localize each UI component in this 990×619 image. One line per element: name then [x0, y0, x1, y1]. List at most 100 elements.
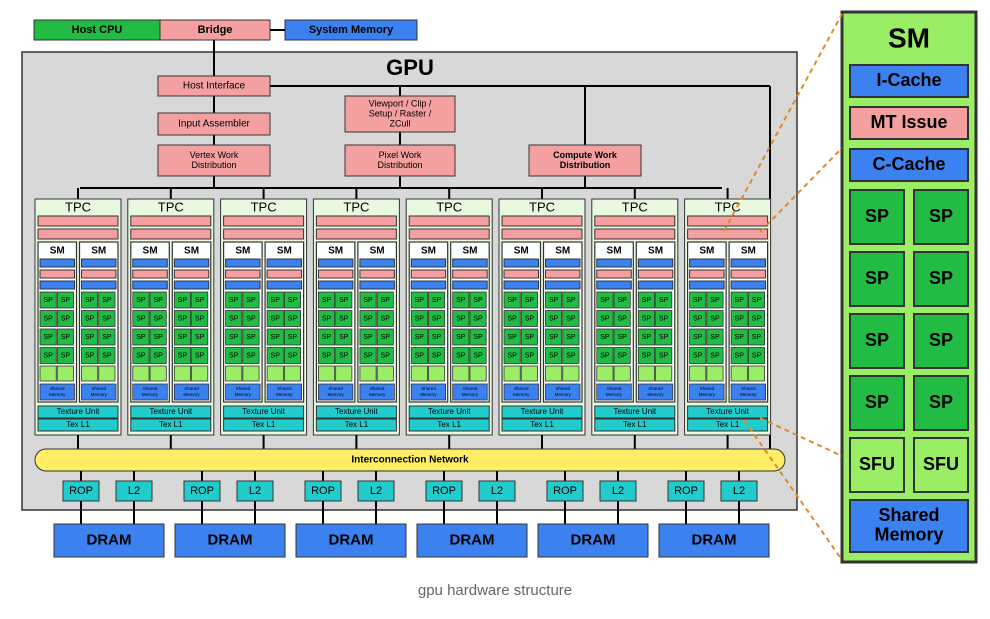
sp-cell: [376, 347, 394, 364]
sm-mtissue-bar: [410, 269, 447, 279]
sp-label: SP: [85, 297, 95, 304]
sp-label: SP: [710, 334, 720, 341]
sm-shared-box-label: Memory: [874, 525, 943, 545]
sp-cell: [410, 291, 428, 309]
sm-shared-box-label: Shared: [878, 505, 939, 525]
tex-l1-box-label: Tex L1: [623, 420, 647, 429]
sp-label: SP: [566, 334, 576, 341]
sm-icache-box-label: I-Cache: [876, 70, 941, 90]
tpc-label: TPC: [622, 199, 648, 214]
sp-cell: [520, 310, 538, 327]
sm-label: SM: [607, 246, 622, 257]
sp-cell: [689, 347, 707, 364]
sp-cell: [545, 291, 563, 309]
sfu-cell: [39, 365, 57, 382]
sp-cell: [81, 347, 99, 364]
sm-shared-label: Memory: [328, 392, 345, 397]
sp-cell: [225, 310, 243, 327]
sfu-cell: [173, 365, 191, 382]
sp-label: SP: [102, 297, 112, 304]
sm-sp-box-label: SP: [929, 268, 953, 288]
sp-cell: [637, 347, 655, 364]
sfu-cell: [283, 365, 302, 382]
sm-sp-box: [849, 313, 905, 369]
l2-box-label: L2: [128, 485, 140, 497]
sp-label: SP: [136, 352, 146, 359]
sp-label: SP: [178, 334, 188, 341]
sp-label: SP: [618, 297, 628, 304]
sm-shared-label: Memory: [420, 392, 437, 397]
tpc-pink-bar: [594, 215, 676, 227]
sm-sfu-box: [849, 437, 905, 493]
sp-cell: [469, 310, 487, 327]
sp-cell: [191, 310, 209, 327]
sp-label: SP: [363, 334, 373, 341]
sp-label: SP: [61, 297, 71, 304]
sp-cell: [562, 347, 580, 364]
sm-mtissue-bar: [637, 269, 674, 279]
sfu-cell: [81, 365, 99, 382]
sp-label: SP: [642, 297, 652, 304]
sp-label: SP: [229, 297, 239, 304]
sfu-cell: [730, 365, 748, 382]
sp-label: SP: [178, 297, 188, 304]
sp-cell: [191, 291, 209, 309]
sp-cell: [376, 291, 394, 309]
sp-cell: [266, 347, 284, 364]
sp-cell: [452, 347, 470, 364]
sm-sp-box-label: SP: [865, 330, 889, 350]
l2-box-label: L2: [612, 485, 624, 497]
sm-ccache-bar: [410, 280, 447, 290]
sp-cell: [562, 310, 580, 327]
sp-label: SP: [154, 297, 164, 304]
texture-unit-box: [687, 405, 769, 419]
sm-mtissue-bar: [317, 269, 354, 279]
sp-label: SP: [549, 352, 559, 359]
sp-cell: [545, 310, 563, 327]
sp-cell: [747, 310, 765, 327]
sp-label: SP: [85, 334, 95, 341]
sp-cell: [655, 310, 673, 327]
sp-cell: [410, 347, 428, 364]
tpc-pink-bar: [501, 215, 583, 227]
sm-label: SM: [143, 246, 158, 257]
sp-cell: [503, 347, 521, 364]
sm-shared-label: Shared: [328, 386, 343, 391]
sfu-cell: [655, 365, 673, 382]
pixel-work-box-label: Distribution: [377, 160, 422, 170]
tpc-label: TPC: [158, 199, 184, 214]
sp-label: SP: [195, 297, 205, 304]
sm-shared-label: Shared: [370, 386, 385, 391]
texture-unit-box: [37, 405, 119, 419]
sp-label: SP: [525, 334, 535, 341]
sp-cell: [283, 328, 302, 346]
sp-cell: [730, 347, 748, 364]
sp-cell: [428, 328, 446, 346]
sp-cell: [335, 291, 353, 309]
tpc-label: TPC: [436, 199, 462, 214]
sm-shared-label: Shared: [236, 386, 251, 391]
sm-ccache-bar: [596, 280, 632, 290]
sm-shared-memory-block: [637, 383, 674, 401]
sm-sp-box-label: SP: [929, 392, 953, 412]
tpc-label: TPC: [251, 199, 277, 214]
sm-shared-box: [849, 499, 969, 553]
sp-cell: [428, 347, 446, 364]
dram-box-label: DRAM: [450, 531, 495, 548]
sp-cell: [56, 347, 74, 364]
sp-label: SP: [322, 297, 332, 304]
sp-label: SP: [322, 334, 332, 341]
sm-shared-memory-block: [689, 383, 725, 401]
sm-icache-bar: [637, 258, 674, 268]
sm-icache-bar: [596, 258, 632, 268]
texture-unit-box-label: Texture Unit: [428, 407, 471, 416]
sp-cell: [98, 291, 116, 309]
sm-shared-memory-block: [81, 383, 117, 401]
dram-box: [537, 523, 649, 558]
tex-l1-box-label: Tex L1: [252, 420, 276, 429]
tpc-pink-bar: [37, 215, 119, 227]
sp-cell: [596, 328, 614, 346]
sp-cell: [81, 328, 99, 346]
sp-label: SP: [102, 315, 112, 322]
sp-cell: [132, 347, 150, 364]
